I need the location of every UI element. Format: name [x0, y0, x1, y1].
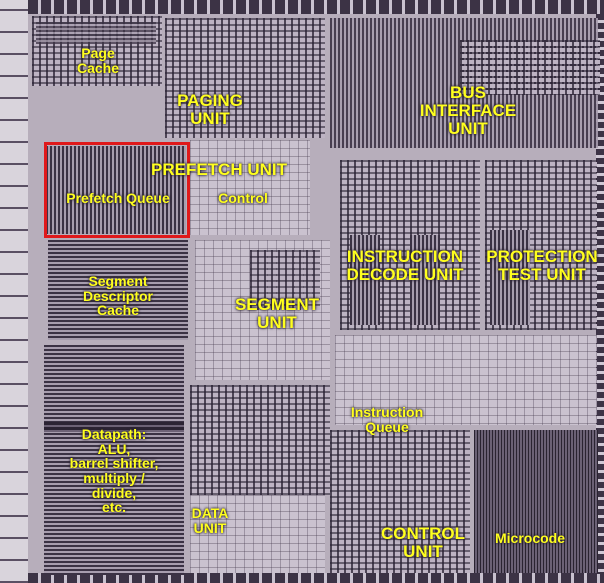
datapath-bus	[44, 422, 184, 432]
die-pad-ring-top	[28, 0, 604, 14]
label-control-unit: CONTROL UNIT	[380, 524, 466, 561]
die-pad-ring-left	[0, 0, 28, 583]
label-protection-test-unit: PROTECTION TEST UNIT	[486, 247, 598, 284]
page-cache-rows	[36, 22, 156, 44]
label-data-unit: DATA UNIT	[191, 505, 229, 536]
die-pad-ring-bottom	[28, 573, 604, 583]
instruction-queue-region	[335, 335, 597, 425]
label-instruction-decode-unit: INSTRUCTION DECODE UNIT	[346, 247, 464, 284]
bus-interface-array	[460, 40, 600, 95]
label-page-cache: Page Cache	[76, 45, 120, 76]
label-segment-unit: SEGMENT UNIT	[234, 295, 320, 332]
data-unit-region	[190, 495, 325, 573]
segment-unit-array	[250, 250, 320, 310]
prefetch-queue-highlight-box	[44, 142, 190, 238]
label-datapath: Datapath: ALU, barrel shifter, multiply …	[69, 426, 159, 516]
label-control: Control	[218, 190, 268, 206]
protection-column	[490, 230, 530, 325]
prefetch-queue-region	[46, 146, 186, 234]
label-segment-descriptor-cache: Segment Descriptor Cache	[82, 273, 154, 319]
microcode-rom-region	[474, 430, 598, 573]
control-unit-region	[330, 430, 470, 573]
label-prefetch-unit: PREFETCH UNIT	[151, 160, 287, 179]
label-instruction-queue: Instruction Queue	[350, 404, 424, 435]
descriptor-cache-region	[48, 240, 188, 340]
label-microcode: Microcode	[494, 530, 565, 546]
data-unit-logic	[190, 385, 330, 495]
decode-column-1	[350, 235, 380, 325]
label-prefetch-queue: Prefetch Queue	[66, 190, 170, 206]
prefetch-control-region	[190, 140, 310, 235]
label-bus-interface-unit: BUS INTERFACE UNIT	[419, 83, 517, 138]
datapath-region	[44, 345, 184, 575]
label-paging-unit: PAGING UNIT	[177, 91, 243, 128]
paging-unit-region	[165, 18, 325, 138]
decode-column-2	[410, 235, 440, 325]
die-pad-ring-right	[596, 14, 604, 574]
